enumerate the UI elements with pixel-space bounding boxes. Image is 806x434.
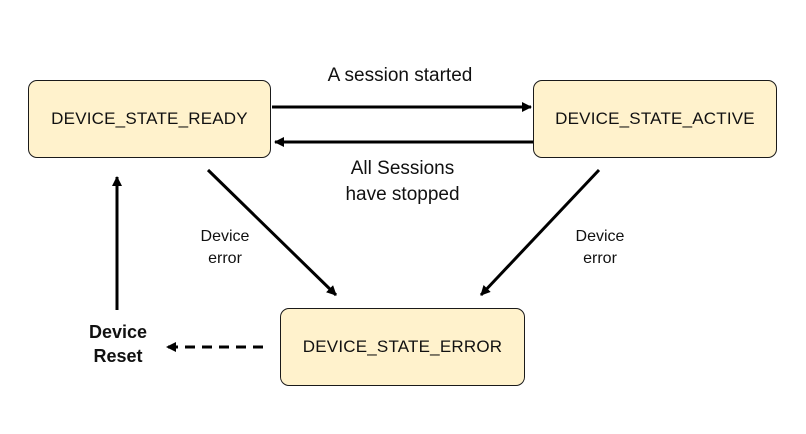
- arrow-active-to-error: [479, 168, 601, 297]
- state-ready-label: DEVICE_STATE_READY: [51, 109, 248, 128]
- label-device-error-left: Device error: [180, 226, 270, 270]
- label-sessions-stopped: All Sessions have stopped: [300, 156, 505, 208]
- state-ready: DEVICE_STATE_READY: [28, 80, 271, 158]
- label-session-started: A session started: [300, 64, 500, 89]
- state-active-label: DEVICE_STATE_ACTIVE: [555, 109, 755, 128]
- state-error: DEVICE_STATE_ERROR: [280, 308, 525, 386]
- label-device-error-right: Device error: [555, 226, 645, 270]
- state-error-label: DEVICE_STATE_ERROR: [302, 337, 503, 356]
- label-sessions-stopped-line2: have stopped: [345, 184, 460, 205]
- label-device-error-right-line2: error: [583, 250, 617, 267]
- arrow-ready-to-error: [206, 168, 338, 297]
- label-device-error-left-line1: Device: [200, 228, 250, 245]
- label-device-error-left-line2: error: [208, 250, 242, 267]
- label-device-reset: Device Reset: [68, 320, 168, 368]
- state-active: DEVICE_STATE_ACTIVE: [533, 80, 777, 158]
- label-device-reset-line1: Device: [88, 322, 148, 342]
- label-sessions-stopped-line1: All Sessions: [350, 158, 455, 179]
- label-device-reset-line2: Reset: [93, 346, 143, 366]
- label-session-started-text: A session started: [327, 65, 473, 86]
- label-device-error-right-line1: Device: [575, 228, 625, 245]
